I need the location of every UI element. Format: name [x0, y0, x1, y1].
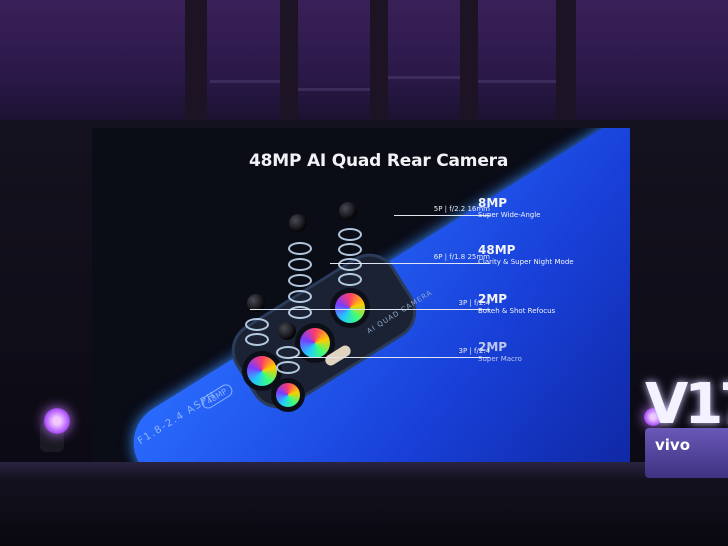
- megapixels: 2MP: [478, 292, 508, 306]
- camera-lens-icon: [300, 328, 330, 358]
- product-sign: V17: [645, 372, 728, 437]
- ceiling-pillar: [460, 0, 478, 130]
- stage-light-icon: [644, 408, 662, 426]
- callout-line: [330, 263, 490, 264]
- lens-element-icon: [338, 243, 362, 256]
- lens-element-icon: [338, 228, 362, 241]
- spec-callout-3: 3P | f/2.4: [250, 294, 490, 310]
- lens-element-icon: [338, 273, 362, 286]
- ceiling-rail: [478, 80, 556, 83]
- lens-element-icon: [276, 346, 300, 359]
- lens-element-icon: [288, 274, 312, 287]
- callout-line: [290, 357, 490, 358]
- lens-element-icon: [247, 294, 265, 312]
- optics-spec: 3P | f/2.4: [458, 347, 490, 355]
- lens-element-icon: [276, 361, 300, 374]
- optics-spec: 5P | f/2.2 16mm: [433, 205, 490, 213]
- spec-callout-2: 6P | f/1.8 25mm: [330, 248, 490, 264]
- feature: Super Macro: [478, 355, 522, 363]
- ceiling-pillar: [556, 0, 576, 130]
- lens-element-icon: [245, 333, 269, 346]
- ceiling-pillar: [280, 0, 298, 130]
- megapixels: 8MP: [478, 196, 508, 210]
- spec-callout-4: 3P | f/2.4: [290, 342, 490, 358]
- ceiling-rail: [210, 80, 280, 83]
- lens-element-icon: [288, 290, 312, 303]
- camera-spec-3: 2MP Bokeh & Shot Refocus: [478, 292, 555, 315]
- slide-title: 48MP AI Quad Rear Camera: [249, 151, 509, 171]
- ceiling-pillar: [185, 0, 207, 130]
- optics-spec: 6P | f/1.8 25mm: [433, 253, 490, 261]
- camera-spec-2: 48MP Clarity & Super Night Mode: [478, 243, 574, 266]
- megapixels: 48MP: [478, 243, 516, 257]
- lens-element-icon: [289, 214, 307, 232]
- camera-lens-icon: [247, 356, 277, 386]
- venue-ceiling: [0, 0, 728, 140]
- lens-element-icon: [338, 258, 362, 271]
- camera-spec-4: 2MP Super Macro: [478, 340, 522, 363]
- optics-spec: 3P | f/2.4: [458, 299, 490, 307]
- feature: Clarity & Super Night Mode: [478, 258, 574, 266]
- lens-element-icon: [288, 242, 312, 255]
- lens-element-icon: [339, 202, 357, 220]
- vivo-logo: vivo: [655, 436, 691, 454]
- camera-spec-1: 8MP Super Wide-Angle: [478, 196, 541, 219]
- spec-callout-1: 5P | f/2.2 16mm: [370, 200, 490, 216]
- feature: Bokeh & Shot Refocus: [478, 307, 556, 315]
- stage-light-icon: [44, 408, 70, 434]
- vivo-podium: vivo: [645, 428, 728, 478]
- lens-element-icon: [288, 306, 312, 319]
- camera-lens-icon: [276, 383, 300, 407]
- callout-line: [250, 309, 490, 310]
- ceiling-rail: [298, 88, 370, 91]
- megapixels: 2MP: [478, 340, 508, 354]
- camera-lens-icon: [335, 293, 365, 323]
- presentation-screen: 48MP AI Quad Rear Camera F1.8-2.4 ASPH 4…: [92, 128, 630, 464]
- feature: Super Wide-Angle: [478, 211, 541, 219]
- callout-line: [394, 215, 490, 216]
- lens-element-icon: [245, 318, 269, 331]
- ceiling-pillar: [370, 0, 388, 130]
- lens-element-icon: [288, 258, 312, 271]
- lens-element-icon: [278, 322, 296, 340]
- ceiling-rail: [388, 76, 460, 79]
- stage-floor: [0, 462, 728, 546]
